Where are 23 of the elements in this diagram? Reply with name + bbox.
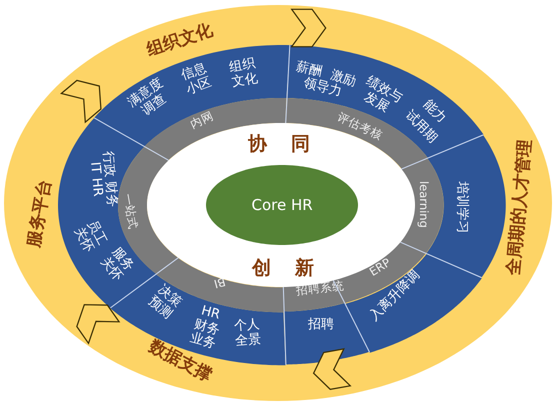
segment-label: 招聘 bbox=[308, 318, 334, 334]
segment-label: HR财务业务 bbox=[188, 303, 224, 352]
ring-segment bbox=[344, 254, 482, 352]
segment-label: ERP bbox=[367, 256, 393, 280]
segment-label: 决策预测 bbox=[145, 283, 185, 323]
band-label: 服务平台 bbox=[24, 178, 56, 248]
segment-label: 满意度调查 bbox=[125, 76, 170, 121]
band-label: 全周期的人才管理 bbox=[504, 138, 536, 276]
outer-ring bbox=[4, 5, 552, 401]
segment-label: 信息小区 bbox=[179, 62, 215, 98]
ring-label: 协同 bbox=[247, 134, 334, 155]
segment-label: 组织文化 bbox=[228, 57, 260, 91]
segment-label: IT HR bbox=[87, 162, 105, 198]
segment-label: BI bbox=[213, 275, 228, 291]
segment-label: 内网 bbox=[188, 110, 216, 132]
segment-label: learning bbox=[418, 181, 430, 228]
segment-label: 一站式 bbox=[120, 193, 140, 231]
ring-label: 创新 bbox=[250, 258, 338, 279]
ring-segment bbox=[400, 158, 444, 254]
segment-label: 培训学习 bbox=[454, 182, 468, 234]
band-label: 组织文化 bbox=[144, 20, 216, 60]
segment-label: 个人全景 bbox=[233, 318, 263, 350]
core-label: Core HR bbox=[252, 196, 313, 214]
